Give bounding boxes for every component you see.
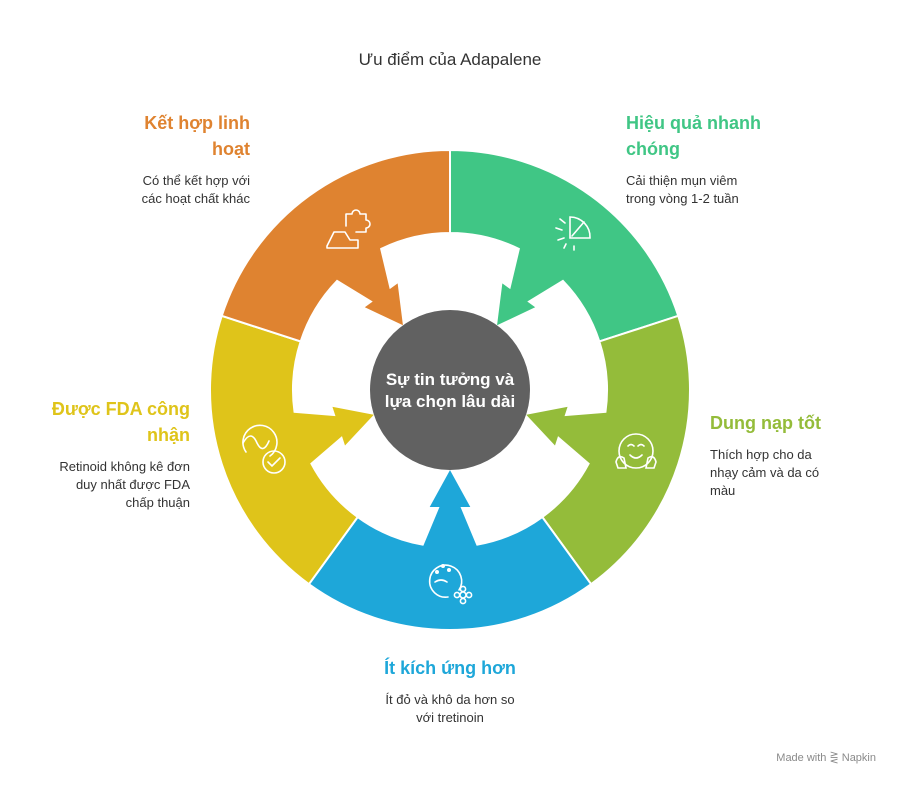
segment-title-fast: Hiệu quả nhanh chóng <box>626 113 761 159</box>
center-label-line2: lựa chọn lâu dài <box>385 392 515 411</box>
center-circle <box>370 310 530 470</box>
ring-segment-irritation <box>307 465 593 631</box>
skin-flower-icon <box>428 563 473 605</box>
segment-irritation: Ít kích ứng hơn Ít đỏ và khô da hơn so v… <box>340 655 560 727</box>
center-label-line1: Sự tin tưởng và <box>386 370 515 389</box>
diagram-title: Ưu điểm của Adapalene <box>358 50 542 69</box>
segment-tolerance: Dung nạp tốt Thích hợp cho da nhạy cảm v… <box>710 410 860 500</box>
segment-fda: Được FDA công nhận Retinoid không kê đơn… <box>20 396 190 512</box>
segment-desc-tolerance: Thích hợp cho da nhạy cảm và da có màu <box>710 447 820 498</box>
segment-fast: Hiệu quả nhanh chóng Cải thiện mụn viêm … <box>626 110 786 208</box>
ring-segment-combination <box>220 148 451 343</box>
segment-title-combination: Kết hợp linh hoạt <box>144 113 250 159</box>
speed-gauge-icon <box>555 216 591 251</box>
happy-face-icon <box>615 433 657 469</box>
segment-desc-fast: Cải thiện mụn viêm trong vòng 1-2 tuần <box>626 173 739 206</box>
segment-desc-irritation: Ít đỏ và khô da hơn so với tretinoin <box>385 692 515 725</box>
napkin-brand: Made with ⋛ Napkin <box>776 752 876 764</box>
approval-check-icon <box>242 424 286 474</box>
segment-title-tolerance: Dung nạp tốt <box>710 413 821 433</box>
segment-desc-fda: Retinoid không kê đơn duy nhất được FDA … <box>59 459 190 510</box>
puzzle-icon <box>326 209 371 249</box>
segment-title-irritation: Ít kích ứng hơn <box>384 658 516 678</box>
segment-title-fda: Được FDA công nhận <box>51 399 190 445</box>
segment-combination: Kết hợp linh hoạt Có thể kết hợp với các… <box>60 110 250 208</box>
segment-desc-combination: Có thể kết hợp với các hoạt chất khác <box>141 173 250 206</box>
